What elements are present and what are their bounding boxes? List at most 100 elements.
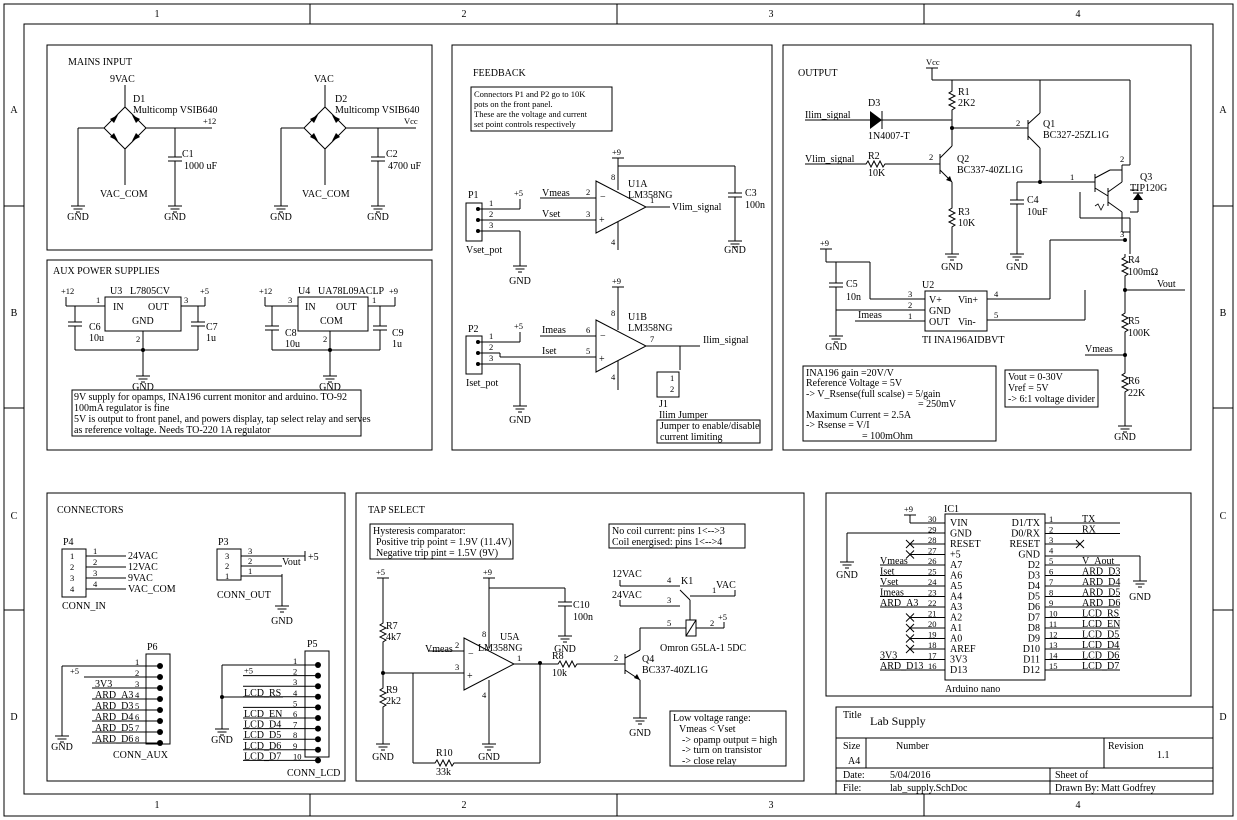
power-label: +5 xyxy=(514,321,523,331)
gnd-label: GND xyxy=(270,212,292,223)
pin-number: 4 xyxy=(1049,546,1054,556)
pin-number: 1 xyxy=(1049,514,1053,524)
pin-name: D3 xyxy=(1028,571,1040,582)
pin-number: 12 xyxy=(1049,630,1058,640)
ref-designator: R7 xyxy=(386,621,398,632)
part-label: CONN_IN xyxy=(62,601,106,612)
net-label: 3V3 xyxy=(880,651,897,662)
pin-number: 18 xyxy=(928,640,937,650)
pin-number: 25 xyxy=(928,567,937,577)
pin-number: 2 xyxy=(70,562,74,572)
net-label: LCD_D4 xyxy=(1082,640,1119,651)
block-title: AUX POWER SUPPLIES xyxy=(53,266,160,277)
pin-number: 3 xyxy=(70,573,74,583)
file-label: File: xyxy=(843,783,861,794)
part-value: 2k2 xyxy=(386,696,401,707)
row-label: B xyxy=(1220,308,1227,319)
net-label: Vlim_signal xyxy=(672,202,722,213)
pin-name: D12 xyxy=(1023,665,1040,676)
net-label: ARD_D4 xyxy=(1082,577,1120,588)
net-label: Vout xyxy=(282,557,301,568)
pin-number: 3 xyxy=(135,679,139,689)
part-value: 10k xyxy=(552,668,567,679)
part-label: CONN_AUX xyxy=(113,750,169,761)
pin-number: 3 xyxy=(225,551,229,561)
net-label: V_Aout xyxy=(1082,556,1114,567)
block-title: MAINS INPUT xyxy=(68,57,132,68)
pin-number: 1 xyxy=(372,295,376,305)
bridge-rectifier-d1 xyxy=(77,85,210,200)
power-label: Vcc xyxy=(926,57,940,67)
pin-number: 8 xyxy=(611,172,615,182)
power-label: +9 xyxy=(389,286,398,296)
pin-number: 23 xyxy=(928,588,937,598)
ref-designator: Q1 xyxy=(1043,119,1055,130)
ref-designator: IC1 xyxy=(944,504,959,515)
pin-number: 27 xyxy=(928,546,937,556)
pin-number: 13 xyxy=(1049,640,1058,650)
net-label: RX xyxy=(1082,525,1097,536)
aux-power-block: AUX POWER SUPPLIES +12 U3 L7805CV IN OUT… xyxy=(46,259,433,451)
pin-name: AREF xyxy=(950,644,976,655)
ref-designator: U4 xyxy=(298,286,310,297)
ref-designator: C2 xyxy=(386,149,398,160)
net-label: ARD_D13 xyxy=(880,661,923,672)
part-value: 100mΩ xyxy=(1128,267,1158,278)
net-label: Ilim_signal xyxy=(805,110,851,121)
block-title: OUTPUT xyxy=(798,68,837,79)
pin-number: 4 xyxy=(135,690,140,700)
power-label: +5 xyxy=(376,567,385,577)
ref-designator: R10 xyxy=(436,748,453,759)
net-label: ARD_A3 xyxy=(95,690,133,701)
net-label: 9VAC xyxy=(110,74,135,85)
ref-designator: U2 xyxy=(922,280,934,291)
pin-name: RESET xyxy=(1009,539,1040,550)
net-label: Iset xyxy=(880,567,895,578)
part-number: BC327-25ZL1G xyxy=(1043,130,1109,141)
power-label: +5 xyxy=(200,286,209,296)
power-label: +12 xyxy=(259,286,272,296)
part-value: 10uF xyxy=(1027,207,1048,218)
part-label: Ilim Jumper xyxy=(659,410,708,421)
pin-number: 8 xyxy=(1049,588,1053,598)
note-text: Connectors P1 and P2 go to 10K xyxy=(474,89,586,99)
ref-designator: P4 xyxy=(63,537,74,548)
part-number: TI INA196AIDBVT xyxy=(922,335,1005,346)
note-text: pots on the front panel. xyxy=(474,99,553,109)
pin-name: A6 xyxy=(950,571,962,582)
pin-name: RESET xyxy=(950,539,981,550)
net-label: Ilim_signal xyxy=(703,335,749,346)
power-label: +9 xyxy=(820,238,829,248)
part-value: 100K xyxy=(1128,328,1151,339)
ref-designator: C10 xyxy=(573,600,590,611)
ref-designator: R6 xyxy=(1128,376,1140,387)
pin-name: Vin- xyxy=(958,317,976,328)
net-label: LCD_RS xyxy=(1082,609,1119,620)
drawn-label: Drawn By: xyxy=(1055,783,1099,794)
part-number: LM358NG xyxy=(628,190,672,201)
ref-designator: P2 xyxy=(468,324,479,335)
gnd-label: GND xyxy=(509,276,531,287)
pin-number: 5 xyxy=(994,310,998,320)
net-label: 3V3 xyxy=(95,679,112,690)
note-text: Reference Voltage = 5V xyxy=(806,378,903,389)
gnd-label: GND xyxy=(554,644,576,655)
revision-value: 1.1 xyxy=(1157,750,1170,761)
row-label: D xyxy=(10,712,17,723)
pin-number: 14 xyxy=(1049,651,1058,661)
net-label: ARD_D3 xyxy=(1082,567,1120,578)
col-label: 1 xyxy=(155,9,160,20)
power-label: +12 xyxy=(203,116,216,126)
power-label: +5 xyxy=(514,188,523,198)
note-text: -> turn on transistor xyxy=(682,745,762,756)
power-label: Vcc xyxy=(404,116,418,126)
net-label: Vset xyxy=(542,209,561,220)
pin-name: A4 xyxy=(950,592,962,603)
ref-designator: J1 xyxy=(659,399,668,410)
part-number: L7805CV xyxy=(130,286,171,297)
drawing-frame: 1 2 3 4 1 2 3 4 A B C D A B C D xyxy=(3,3,1234,817)
pin-number: 7 xyxy=(293,720,297,730)
net-label: LCD_D6 xyxy=(244,741,281,752)
gnd-label: GND xyxy=(211,735,233,746)
